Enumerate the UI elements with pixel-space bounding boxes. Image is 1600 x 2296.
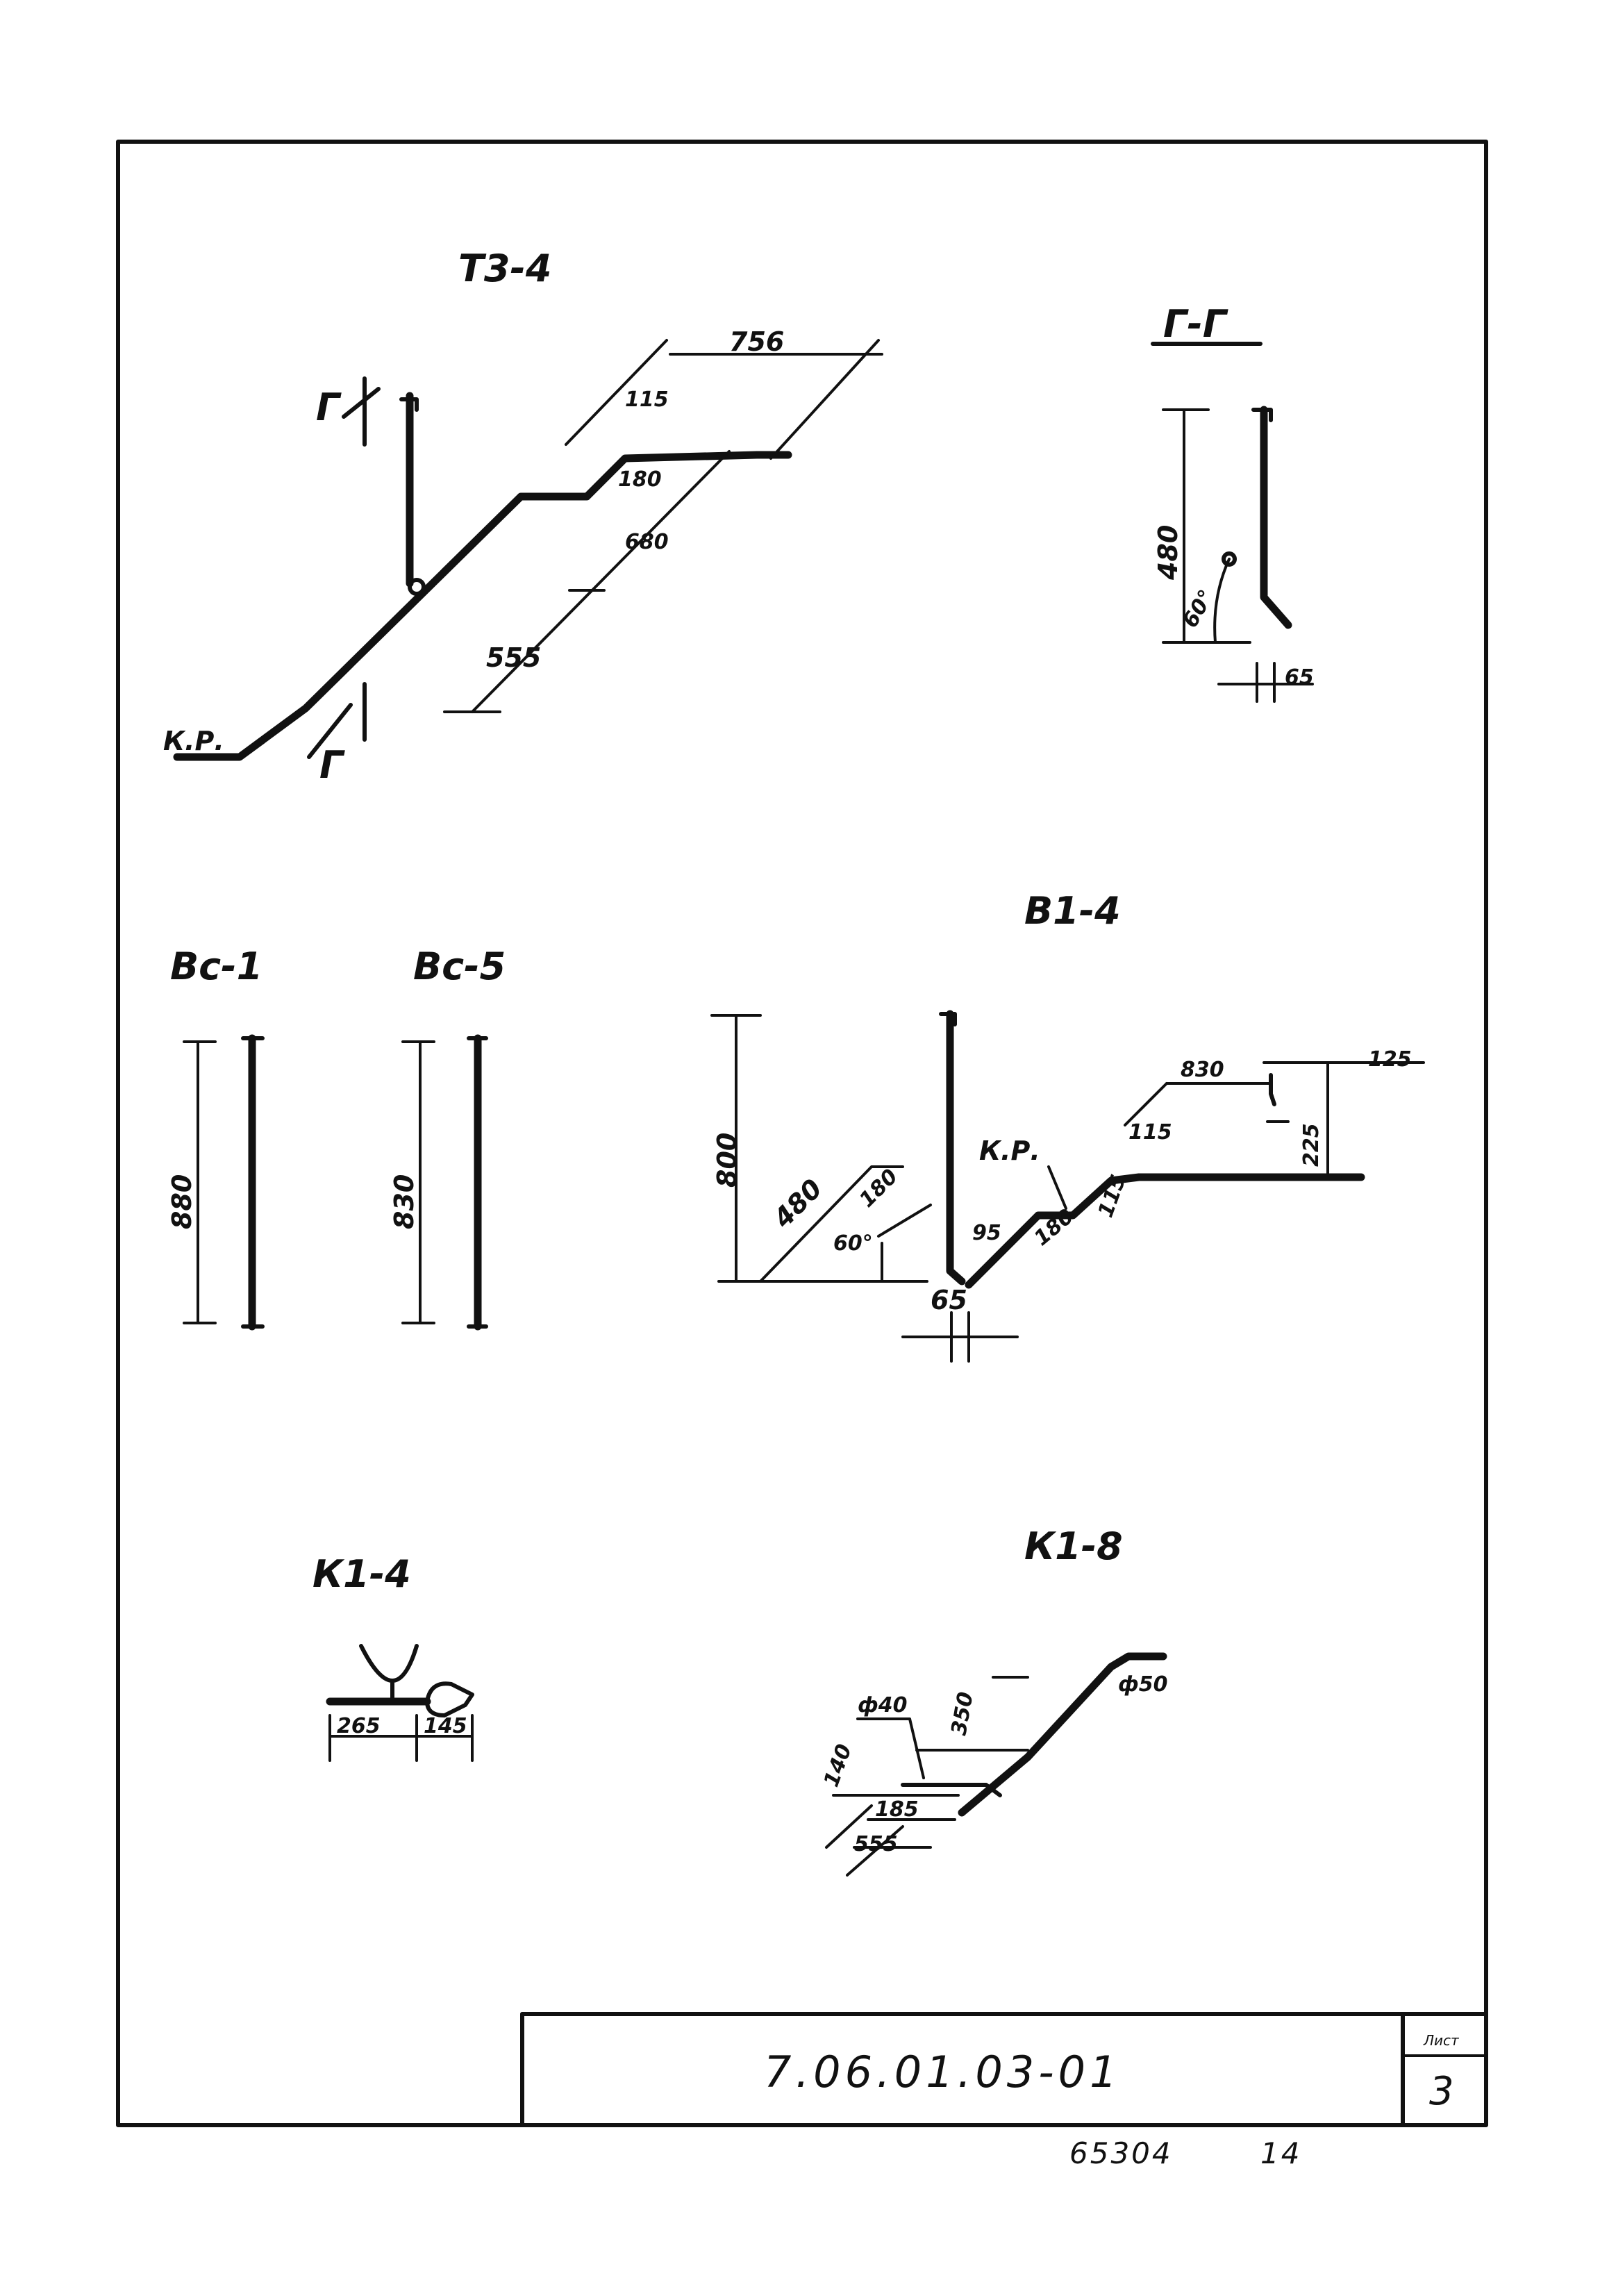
view-k1-4: К1-4 265 145 (312, 1552, 474, 1762)
dim-830-label: 830 (389, 1174, 419, 1229)
view-t3-4: Т3-4 Г Г К.Р. 756 115 180 680 555 (163, 247, 883, 787)
dim-95-label: 95 (972, 1221, 1001, 1245)
fitting (408, 578, 426, 596)
dim-65-label: 65 (1285, 665, 1314, 690)
angle-arc (1213, 558, 1231, 644)
dim-880-label: 880 (167, 1174, 197, 1229)
dim-350-label: 350 (947, 1690, 978, 1738)
view-v1-4: В1-4 800 480 180 60° 65 К.Р. 95 180 830 … (710, 889, 1425, 1363)
sheet-label: Лист (1423, 2032, 1460, 2049)
view-section-g: Г-Г 480 60° 65 (1151, 302, 1314, 703)
dim-185-label: 185 (875, 1797, 919, 1822)
page-number: 14 (1260, 2136, 1301, 2170)
upper-line (1124, 1082, 1272, 1126)
dim-480 (1162, 408, 1251, 644)
dim-125-label: 125 (1368, 1047, 1412, 1072)
dim-115-label: 115 (1128, 1120, 1172, 1145)
view-title: К1-8 (1024, 1524, 1123, 1568)
dim-880 (183, 1040, 217, 1324)
pipe-route (173, 451, 792, 761)
dim-555-label: 555 (854, 1832, 898, 1856)
riser-label: К.Р. (163, 726, 224, 756)
dim-265-145 (328, 1714, 474, 1762)
pipe-route (965, 1173, 1365, 1289)
pipe-route (958, 1652, 1167, 1817)
title-block: 7.06.01.03-01 Лист 3 (520, 2012, 1488, 2127)
dim-d50-label: ф50 (1118, 1672, 1168, 1697)
view-title: К1-4 (312, 1552, 411, 1596)
dim-115-label: 115 (625, 388, 669, 412)
dim-555-label: 555 (486, 642, 541, 673)
funnel (359, 1644, 419, 1704)
view-title: Вс-5 (413, 945, 506, 988)
inventory-number: 65304 (1069, 2136, 1173, 2170)
view-title: Т3-4 (458, 247, 551, 290)
dim-756 (565, 339, 883, 460)
sheet-number: 3 (1429, 2069, 1454, 2114)
dim-480-label: 480 (767, 1173, 828, 1234)
view-title: Вс-1 (170, 945, 262, 988)
dim-65 (1217, 662, 1314, 703)
dim-680-label: 680 (625, 530, 669, 554)
dim-180b-label: 180 (1030, 1204, 1078, 1251)
view-title: Г-Г (1163, 302, 1228, 346)
riser-label: К.Р. (979, 1135, 1040, 1166)
section-mark-bottom (307, 682, 367, 759)
dim-185-555 (825, 1794, 960, 1877)
dim-180-label: 180 (855, 1165, 903, 1213)
section-mark-top (342, 376, 381, 447)
dim-60-label: 60° (833, 1231, 873, 1256)
dim-line-diag (443, 450, 731, 713)
sheet-frame (116, 140, 1488, 2127)
dim-800-label: 800 (712, 1133, 742, 1188)
dim-115b-label: 115 (1094, 1172, 1131, 1221)
trap (425, 1681, 474, 1717)
dim-800 (710, 1014, 928, 1283)
view-ve-5: Вс-5 830 (389, 945, 506, 1331)
dim-830-label: 830 (1181, 1058, 1224, 1082)
view-k1-8: К1-8 ф40 350 ф50 140 185 555 (819, 1524, 1168, 1877)
document-code: 7.06.01.03-01 (764, 2047, 1122, 2097)
section-letter-bottom: Г (319, 743, 345, 787)
view-ve-1: Вс-1 880 (167, 945, 265, 1331)
incline (759, 1165, 904, 1283)
dim-225-label: 225 (1299, 1123, 1324, 1167)
view-title: В1-4 (1024, 889, 1121, 933)
riser-cap (939, 1012, 957, 1026)
branch (901, 1783, 1002, 1797)
dim-65-label: 65 (931, 1285, 967, 1315)
riser (946, 1010, 966, 1286)
dim-65 (901, 1311, 1019, 1363)
dim-265-label: 265 (337, 1714, 381, 1738)
dim-756-label: 756 (729, 326, 784, 357)
riser-cap (399, 397, 419, 412)
riser-cap (1251, 408, 1273, 422)
dim-145-label: 145 (424, 1714, 467, 1738)
dim-140-label: 140 (819, 1741, 857, 1790)
dim-180-label: 180 (618, 467, 662, 492)
angle-arc (877, 1204, 932, 1283)
dim-225 (1262, 1061, 1425, 1179)
pipe-route (1260, 406, 1292, 629)
dim-350 (915, 1676, 1029, 1752)
dim-830 (401, 1040, 435, 1324)
dim-480-label: 480 (1153, 525, 1183, 581)
dim-d40-label: ф40 (858, 1693, 908, 1717)
section-letter-top: Г (316, 385, 342, 429)
